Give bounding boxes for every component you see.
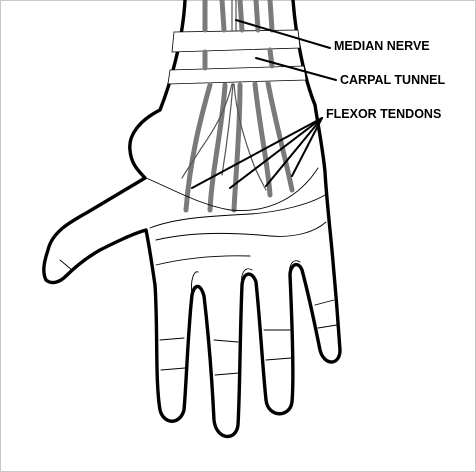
carpal-tunnel-label: CARPAL TUNNEL (340, 73, 445, 87)
median-nerve-label: MEDIAN NERVE (334, 39, 430, 53)
flexor-tendons-label: FLEXOR TENDONS (326, 107, 441, 121)
wrist-left-edge (160, 0, 185, 110)
wrist-right-edge (293, 0, 315, 105)
carpal-band (168, 30, 306, 84)
